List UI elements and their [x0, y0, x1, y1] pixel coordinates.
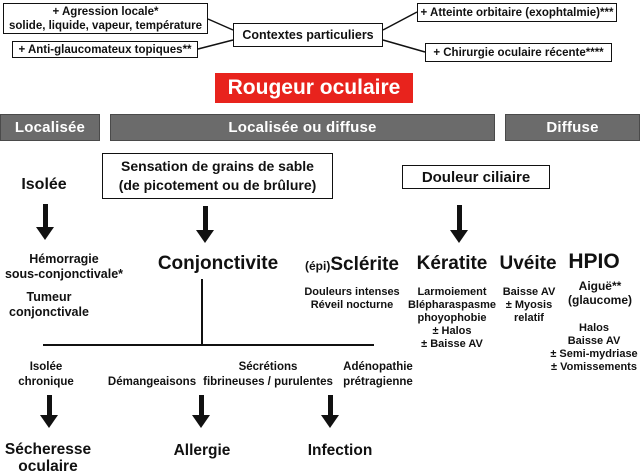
tree-vertical-line — [201, 279, 203, 346]
arrow-down-icon — [321, 395, 339, 428]
sign-line: ± Vomissements — [551, 361, 637, 373]
diagnosis-episclerite: (épi)Sclérite — [305, 254, 399, 276]
page-title: Rougeur oculaire — [215, 73, 413, 103]
douleur-ciliaire-label: Douleur ciliaire — [421, 168, 531, 186]
symptom-box-grains-de-sable: Sensation de grains de sable (de picotem… — [102, 153, 333, 199]
sign-line: Baisse AV — [567, 335, 621, 347]
symptom-box-douleur-ciliaire: Douleur ciliaire — [402, 165, 550, 189]
context-connector-lines — [197, 11, 426, 53]
band-localisee-ou-diffuse: Localisée ou diffuse — [110, 114, 495, 141]
criteria-isolee-chronique: Isolée chronique — [18, 360, 74, 390]
tumeur-line2: conjonctivale — [9, 305, 89, 319]
episclerite-signs: Douleurs intenses Réveil nocturne — [304, 286, 399, 312]
diagnosis-conjonctivite: Conjonctivite — [157, 253, 279, 274]
hpio-signs: Halos Baisse AV ± Semi-mydriase ± Vomiss… — [550, 322, 637, 374]
context-box-agression: + Agression locale* solide, liquide, vap… — [3, 3, 208, 34]
context-antiglaucomateux-label: + Anti-glaucomateux topiques** — [18, 43, 192, 56]
outcome-secheresse: Sécheresse oculaire — [5, 441, 91, 472]
outcome-line: oculaire — [18, 458, 78, 472]
sign-line: relatif — [514, 312, 544, 324]
context-center-label: Contextes particuliers — [242, 28, 374, 42]
sign-line: Douleurs intenses — [304, 286, 400, 298]
diagnosis-tumeur: Tumeur conjonctivale — [9, 290, 89, 320]
criteria-adenopathie: Adénopathie prétragienne — [343, 360, 413, 390]
criteria-line: prétragienne — [343, 376, 413, 388]
context-agression-line1: + Agression locale* — [52, 5, 159, 18]
sign-line: Blépharaspasme — [407, 299, 497, 311]
sign-line: Baisse AV — [502, 286, 556, 298]
page-title-label: Rougeur oculaire — [227, 76, 401, 99]
sign-line: phoyophobie — [417, 312, 487, 324]
sign-line: ± Baisse AV — [421, 338, 483, 350]
band-localisee-ou-diffuse-label: Localisée ou diffuse — [228, 119, 377, 136]
episclerite-prefix: (épi) — [305, 259, 331, 273]
context-agression-line2: solide, liquide, vapeur, température — [8, 19, 202, 32]
diagnosis-hpio: HPIO — [568, 250, 620, 273]
keratite-signs: Larmoiement Blépharaspasme phoyophobie ±… — [408, 286, 496, 351]
symptom-isolee: Isolée — [21, 176, 67, 193]
diagnosis-hemorragie: Hémorragie sous-conjonctivale* — [5, 252, 123, 282]
sign-line: ± Halos — [432, 325, 472, 337]
context-atteinte-label: + Atteinte orbitaire (exophtalmie)*** — [420, 6, 614, 19]
arrow-down-icon — [450, 205, 468, 243]
outcome-allergie: Allergie — [173, 442, 231, 459]
criteria-demangeaisons: Démangeaisons — [107, 376, 197, 388]
criteria-line: Sécrétions — [238, 361, 298, 373]
diagnosis-uveite: Uvéite — [499, 253, 557, 274]
context-chirurgie-label: + Chirurgie oculaire récente**** — [433, 46, 604, 59]
outcome-line: Sécheresse — [4, 441, 92, 458]
outcome-infection: Infection — [307, 442, 373, 459]
band-localisee: Localisée — [0, 114, 100, 141]
criteria-secretions: Sécrétions fibrineuses / purulentes — [203, 360, 333, 390]
hpio-subtitle-line2: (glaucome) — [567, 293, 633, 307]
context-box-atteinte-orbitaire: + Atteinte orbitaire (exophtalmie)*** — [417, 3, 617, 22]
sign-line: Halos — [579, 322, 609, 334]
hpio-subtitle-line1: Aiguë** — [578, 279, 622, 293]
criteria-line: fibrineuses / purulentes — [203, 376, 333, 388]
sign-line: ± Myosis — [505, 299, 553, 311]
context-box-center: Contextes particuliers — [233, 23, 383, 47]
grains-line2: (de picotement ou de brûlure) — [118, 177, 317, 193]
sign-line: Larmoiement — [417, 286, 487, 298]
criteria-line: Adénopathie — [343, 361, 413, 373]
diagnosis-keratite: Kératite — [416, 253, 488, 274]
arrow-down-icon — [40, 395, 58, 428]
tree-horizontal-line — [43, 344, 374, 346]
episclerite-name: Sclérite — [330, 254, 399, 275]
context-box-antiglaucomateux: + Anti-glaucomateux topiques** — [12, 41, 198, 58]
context-box-chirurgie: + Chirurgie oculaire récente**** — [425, 43, 612, 62]
hemorragie-line2: sous-conjonctivale* — [4, 267, 124, 281]
arrow-down-icon — [196, 206, 214, 243]
grains-line1: Sensation de grains de sable — [121, 157, 314, 174]
arrow-down-icon — [192, 395, 210, 428]
hemorragie-line1: Hémorragie — [29, 252, 99, 266]
criteria-line: chronique — [18, 376, 74, 388]
tumeur-line1: Tumeur — [26, 290, 72, 304]
band-diffuse-label: Diffuse — [546, 119, 599, 136]
sign-line: ± Semi-mydriase — [550, 348, 638, 360]
hpio-subtitle: Aiguë** (glaucome) — [568, 279, 632, 307]
criteria-line: Isolée — [29, 361, 63, 373]
uveite-signs: Baisse AV ± Myosis relatif — [503, 286, 556, 325]
band-localisee-label: Localisée — [14, 119, 86, 136]
arrow-down-icon — [36, 204, 54, 240]
sign-line: Réveil nocturne — [310, 299, 394, 311]
band-diffuse: Diffuse — [505, 114, 640, 141]
